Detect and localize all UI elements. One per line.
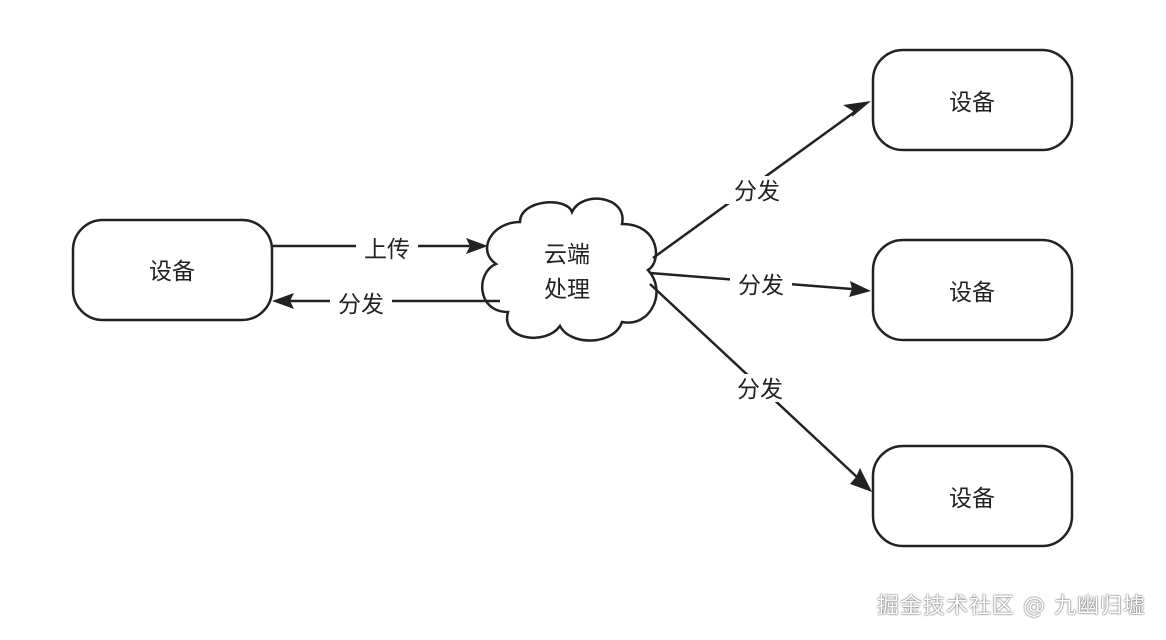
right-device-top-node: 设备 — [871, 48, 1074, 152]
right-device-top-shape — [871, 48, 1074, 152]
edge-upload-label-bg — [356, 234, 418, 262]
edge-distribute-back: 分发 — [272, 289, 500, 318]
left-device-node: 设备 — [71, 218, 274, 322]
cloud-label-line1: 云端 — [544, 242, 590, 268]
cloud-shape — [481, 197, 658, 342]
edge-distribute-middle: 分发 — [649, 270, 871, 299]
edge-distribute-bottom: 分发 — [649, 283, 872, 492]
right-device-top-label: 设备 — [949, 90, 995, 116]
right-device-middle-node: 设备 — [871, 238, 1074, 342]
edge-distribute-top-arrow — [843, 101, 871, 117]
edge-distribute-bottom-arrow — [850, 468, 872, 492]
right-device-middle-shape — [871, 238, 1074, 342]
edge-distribute-middle-arrow — [849, 281, 871, 297]
edge-distribute-middle-label: 分发 — [738, 273, 784, 299]
edge-distribute-top: 分发 — [652, 101, 871, 260]
edge-distribute-bottom-label: 分发 — [737, 377, 783, 403]
edge-distribute-top-label: 分发 — [734, 179, 780, 205]
right-device-middle-label: 设备 — [949, 280, 995, 306]
edge-distribute-back-label-bg — [330, 289, 392, 317]
edge-upload-arrow — [466, 238, 488, 254]
cloud-label-line2: 处理 — [544, 277, 590, 303]
right-device-bottom-shape — [871, 444, 1074, 548]
edge-distribute-middle-label-bg — [730, 270, 792, 298]
cloud-node: 云端 处理 — [481, 197, 658, 342]
edge-upload-label: 上传 — [364, 237, 410, 263]
watermark: 掘金技术社区 @ 九幽归墟 — [877, 594, 1146, 619]
edge-distribute-bottom-label-bg — [729, 374, 791, 402]
edge-distribute-back-label: 分发 — [338, 292, 384, 318]
edge-distribute-back-arrow — [272, 293, 294, 309]
left-device-label: 设备 — [149, 259, 195, 285]
right-device-bottom-node: 设备 — [871, 444, 1074, 548]
edge-upload: 上传 — [272, 234, 488, 263]
left-device-shape — [71, 218, 274, 322]
edge-distribute-top-label-bg — [726, 176, 788, 204]
right-device-bottom-label: 设备 — [949, 486, 995, 512]
